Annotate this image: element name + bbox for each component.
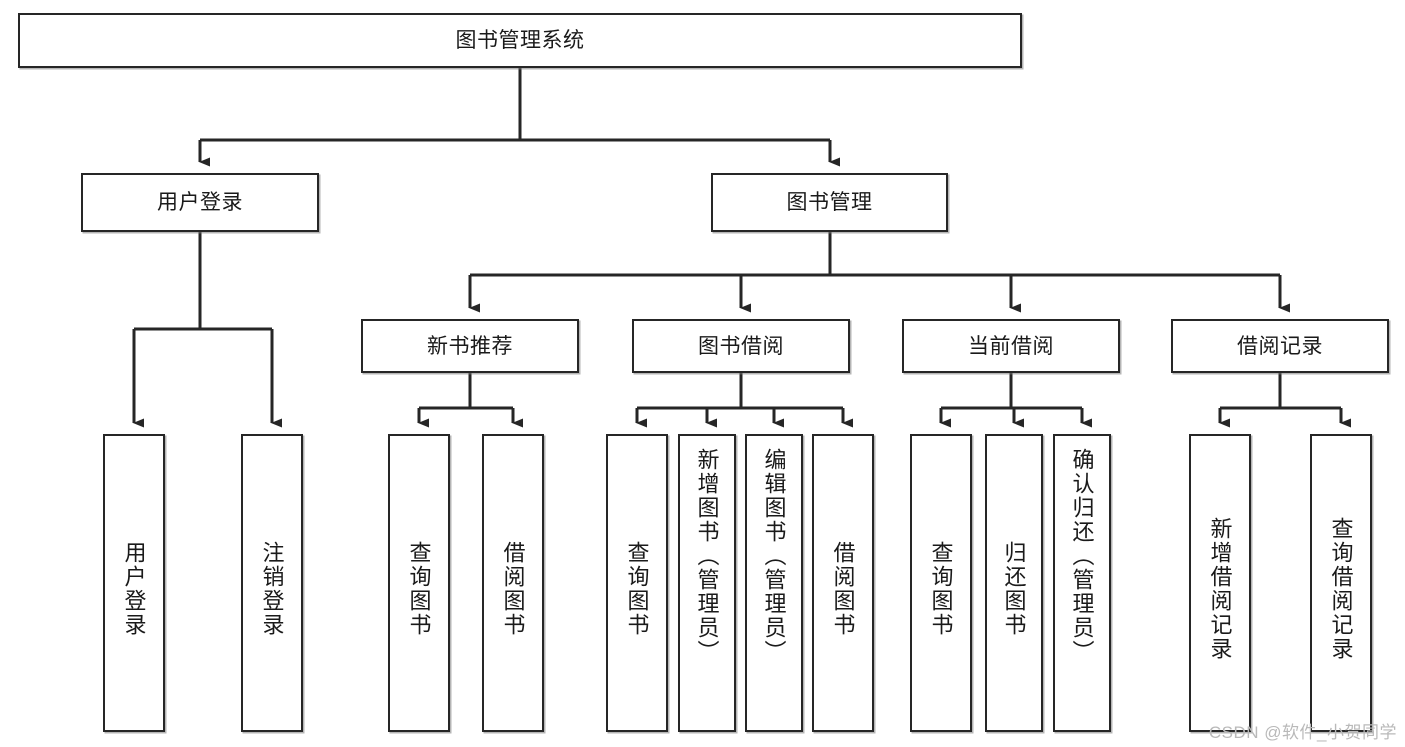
node-leaf-borrow-book-recommend-label: 借阅图书: [500, 541, 526, 637]
node-leaf-borrow-book-label: 借阅图书: [830, 541, 856, 637]
node-book-management-label: 图书管理: [786, 191, 873, 214]
node-leaf-borrow-book[interactable]: 借阅图书: [812, 434, 874, 732]
node-borrow-record-label: 借阅记录: [1237, 334, 1323, 358]
node-leaf-add-book-admin[interactable]: 新增图书（管理员）: [678, 434, 736, 732]
node-book-borrow-label: 图书借阅: [698, 334, 784, 358]
node-leaf-logout-login[interactable]: 注销登录: [241, 434, 303, 732]
node-leaf-add-book-admin-label: 新增图书（管理员）: [694, 448, 720, 664]
node-new-book-recommend[interactable]: 新书推荐: [361, 319, 579, 373]
node-leaf-confirm-return-admin-label: 确认归还（管理员）: [1069, 448, 1095, 664]
node-leaf-edit-book-admin[interactable]: 编辑图书（管理员）: [745, 434, 803, 732]
node-leaf-query-borrow-record-label: 查询借阅记录: [1328, 517, 1354, 661]
watermark: CSDN @软件_小贺同学: [1208, 723, 1397, 742]
node-leaf-logout-login-label: 注销登录: [259, 541, 285, 637]
node-current-borrow[interactable]: 当前借阅: [902, 319, 1120, 373]
node-leaf-query-book-current-label: 查询图书: [928, 541, 954, 637]
node-leaf-query-borrow-record[interactable]: 查询借阅记录: [1310, 434, 1372, 732]
node-book-management[interactable]: 图书管理: [711, 173, 948, 232]
node-book-borrow[interactable]: 图书借阅: [632, 319, 850, 373]
node-new-book-recommend-label: 新书推荐: [427, 334, 513, 358]
node-leaf-edit-book-admin-label: 编辑图书（管理员）: [761, 448, 787, 664]
node-root[interactable]: 图书管理系统: [18, 13, 1022, 68]
node-borrow-record[interactable]: 借阅记录: [1171, 319, 1389, 373]
node-user-login[interactable]: 用户登录: [81, 173, 319, 232]
node-leaf-borrow-book-recommend[interactable]: 借阅图书: [482, 434, 544, 732]
node-current-borrow-label: 当前借阅: [968, 334, 1054, 358]
node-leaf-add-borrow-record-label: 新增借阅记录: [1207, 517, 1233, 661]
node-leaf-query-book-borrow[interactable]: 查询图书: [606, 434, 668, 732]
node-leaf-query-book-current[interactable]: 查询图书: [910, 434, 972, 732]
node-leaf-user-login-label: 用户登录: [121, 541, 147, 637]
node-leaf-query-book-borrow-label: 查询图书: [624, 541, 650, 637]
node-leaf-user-login[interactable]: 用户登录: [103, 434, 165, 732]
node-root-label: 图书管理系统: [455, 29, 585, 52]
node-leaf-query-book-recommend-label: 查询图书: [406, 541, 432, 637]
node-leaf-query-book-recommend[interactable]: 查询图书: [388, 434, 450, 732]
node-user-login-label: 用户登录: [157, 191, 243, 214]
node-leaf-add-borrow-record[interactable]: 新增借阅记录: [1189, 434, 1251, 732]
node-leaf-confirm-return-admin[interactable]: 确认归还（管理员）: [1053, 434, 1111, 732]
node-leaf-return-book[interactable]: 归还图书: [985, 434, 1043, 732]
node-leaf-return-book-label: 归还图书: [1001, 541, 1027, 637]
